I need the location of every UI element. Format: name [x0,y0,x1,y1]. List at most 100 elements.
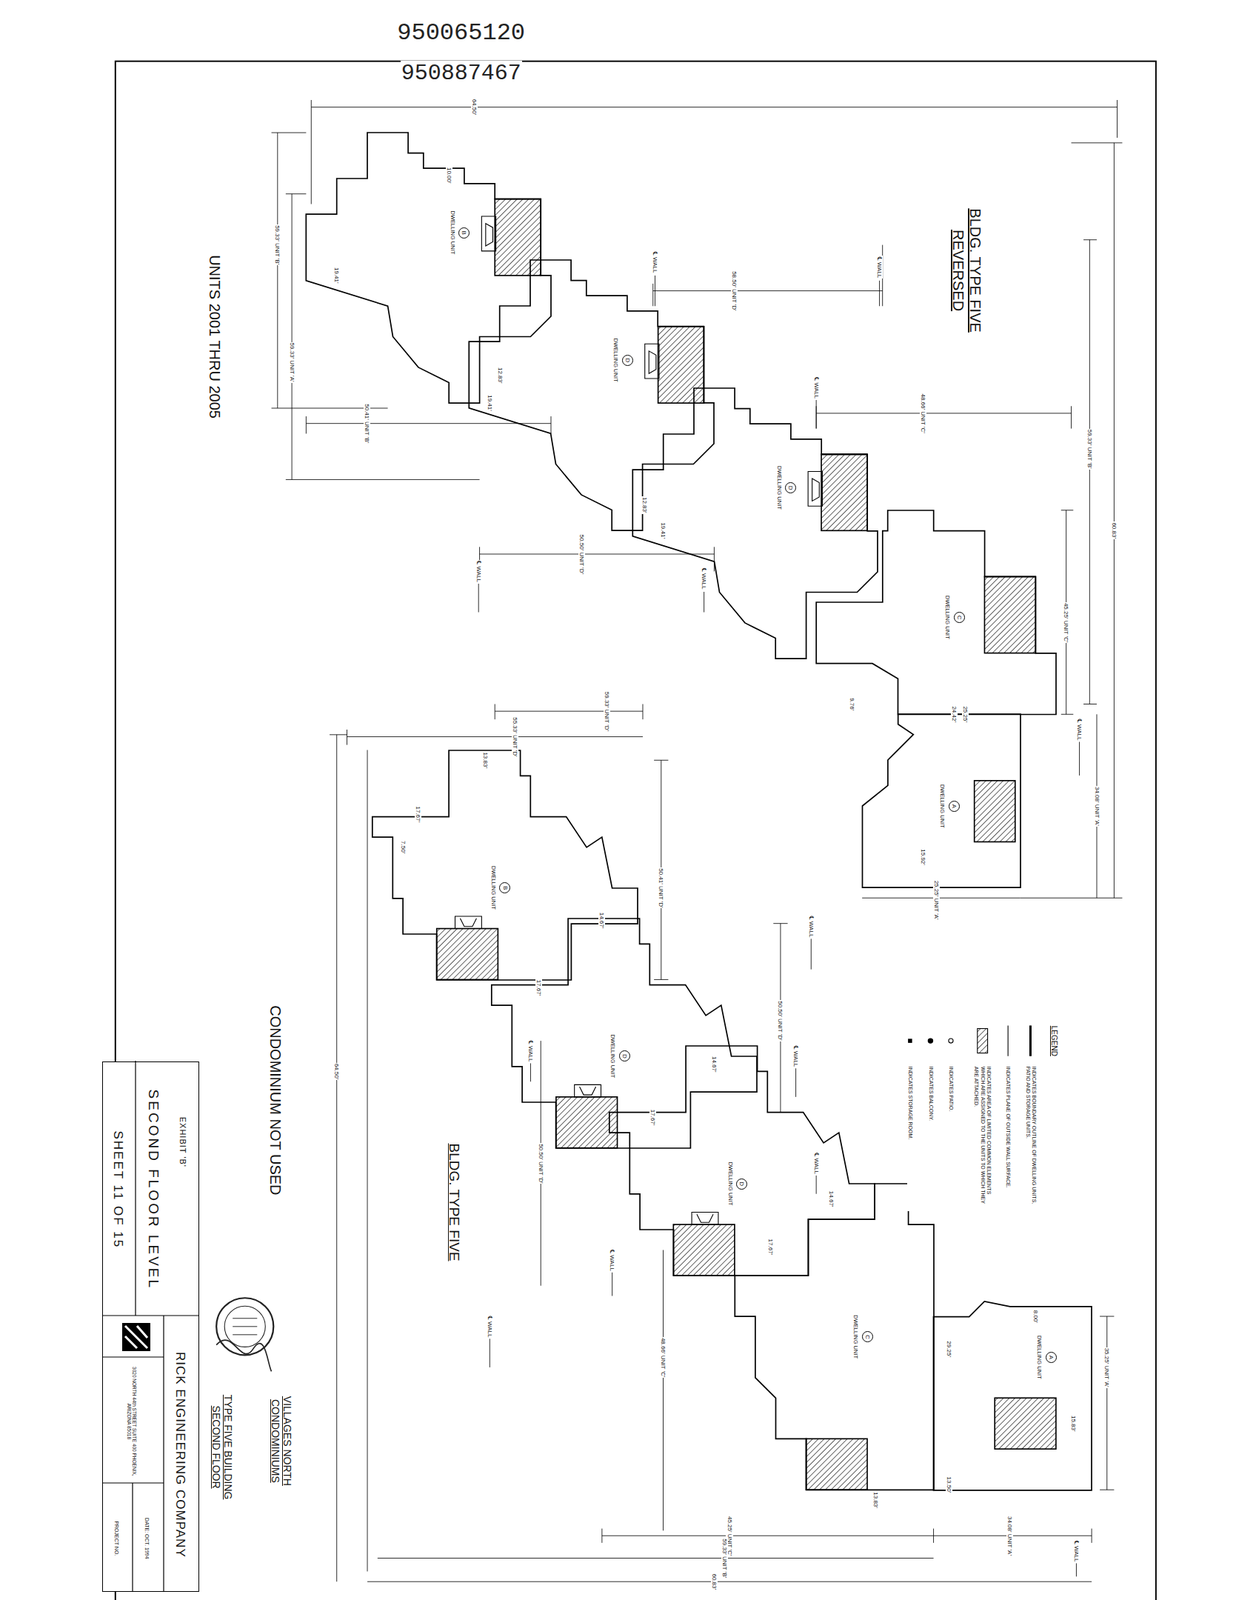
unit-letter: C [864,1334,871,1339]
dimension-label: 19.41' [659,521,667,540]
unit-label: DWELLING UNIT [939,784,946,828]
unit-letter-circle: D [619,1050,631,1062]
unit-outline [933,1301,1093,1491]
unit-outline [609,1045,875,1276]
dimension-lines [271,99,1123,1582]
dimension-label: 50.41' UNIT 'D' [657,867,665,908]
dimension-label: 59.33' UNIT 'A' [288,342,295,383]
balcony-hatch [821,453,868,531]
patio-sample [948,1038,954,1043]
balcony-hatch [805,1438,868,1490]
title-block-text: RICK ENGINEERING COMPANY [162,1316,199,1593]
unit-letter: D [621,1053,628,1059]
signature [216,1339,272,1371]
dimension-label: 59.33' UNIT 'B' [274,224,281,266]
heading-label: UNITS 2001 THRU 2005 [205,254,223,420]
dimension-label: 13.83' [871,1490,879,1509]
dimension-label: 50.50' UNIT 'D' [776,999,784,1041]
hatch-sample [977,1028,988,1054]
unit-letter: A [950,804,958,808]
balcony-hatch [984,576,1036,653]
balcony-sample [927,1038,933,1043]
unit-label: DWELLING UNIT [448,211,456,255]
title-block-text: 3020 NORTH 44th STREET SUITE 400 PHOENIX… [102,1359,162,1483]
dimension-label: ℄ WALL [474,559,482,583]
unit-label: DWELLING UNIT [489,865,497,910]
balcony-hatch [673,1224,735,1276]
surveyor-seal [216,1297,274,1371]
unit-outline-svg [816,510,1057,715]
dimension-label: ℄ WALL [608,1248,616,1272]
dwelling-unit: DWELLING UNIT B [305,132,551,403]
unit-outline-svg [632,388,878,659]
title-block-text: PROJECT NO. [101,1484,132,1593]
unit-letter-circle: D [622,354,634,366]
dimension-label: 50.50' UNIT 'D' [537,1142,545,1184]
dimension-label: 15.83' [1070,1414,1077,1433]
fireplace-symbol [455,916,483,929]
unit-letter-circle: D [736,1178,748,1190]
dwelling-unit: DWELLING UNITC [816,510,1057,715]
unit-outline-svg [609,1045,875,1276]
dimension-label: ℄ WALL [486,1315,494,1339]
dwelling-unit: DWELLING UNITA [933,1301,1093,1491]
dimension-label: 45.25' UNIT 'C' [1062,602,1070,643]
dimension-label: 48.66' UNIT 'C' [659,1336,667,1378]
seal-lines [232,1318,257,1335]
title-block-text: SHEET 11 OF 15 [101,1061,135,1317]
dimension-label: 60.83' [710,1572,718,1590]
legend-samples [908,1024,1031,1056]
legend-entry: INDICATES PLANE OF OUTSIDE WALL SURFACE. [1004,1066,1011,1211]
balcony-hatch [556,1096,618,1148]
dimension-label: 60.83' [1110,521,1118,540]
dwelling-unit: DWELLING UNIT A [862,713,1021,888]
dimension-label: 8.00' [1032,1309,1040,1324]
seal-ring [224,1305,266,1347]
unit-outline [632,388,878,659]
dimension-label: ℄ WALL [527,1039,534,1063]
heading-label: BLDG. TYPE FIVE [445,1141,463,1262]
unit-outline [734,1183,934,1490]
dimension-label: 24.42' [950,705,958,723]
dimension-label: 13.83' [482,750,489,769]
unit-outline-svg [305,132,551,403]
balcony-hatches [436,199,1057,1491]
title-block-text: DATE: OCT. 1994 [131,1484,162,1593]
balcony-hatch [658,326,705,403]
title-block-text: SECOND FLOOR LEVEL [136,1061,171,1317]
dimension-label: ℄ WALL [1073,1539,1080,1563]
unit-letter-circle: B [499,882,511,894]
dimension-label: 34.08' UNIT 'A' [1006,1515,1014,1556]
dimension-label: 25.25' [961,705,969,723]
unit-label: DWELLING UNIT [609,1033,617,1078]
dimension-label: 50.50' UNIT 'D' [578,533,586,575]
dimension-label: 64.50' [333,1062,340,1081]
seal-ring [216,1297,274,1355]
balcony-hatch [974,780,1016,843]
unit-letter: B [460,230,468,235]
title-block: EXHIBIT 'B'SECOND FLOOR LEVELSHEET 11 OF… [102,1061,200,1592]
balcony-hatch [994,1397,1057,1449]
dimension-label: 50.41' UNIT 'B' [363,402,371,444]
unit-letter-circle: C [862,1330,874,1342]
unit-letter: A [1047,1355,1054,1359]
dimension-label: 19.41' [333,266,340,285]
dimension-label: ℄ WALL [1076,718,1083,742]
dwelling-unit: DWELLING UNITD [609,1045,875,1276]
unit-label: DWELLING UNIT [943,595,951,640]
dimension-label: 25.25' UNIT 'A' [933,879,940,921]
fireplace-symbol [574,1084,602,1097]
dwelling-unit: DWELLING UNITD [632,388,878,659]
dwelling-unit: DWELLING UNITC [734,1183,934,1490]
dimension-label: ℄ WALL [700,567,708,591]
unit-outline-svg [491,918,757,1148]
fireplace-symbol [691,1212,719,1225]
unit-outline-svg [734,1183,934,1490]
sheet-frame [115,61,1157,1600]
company-logo [122,1322,151,1351]
